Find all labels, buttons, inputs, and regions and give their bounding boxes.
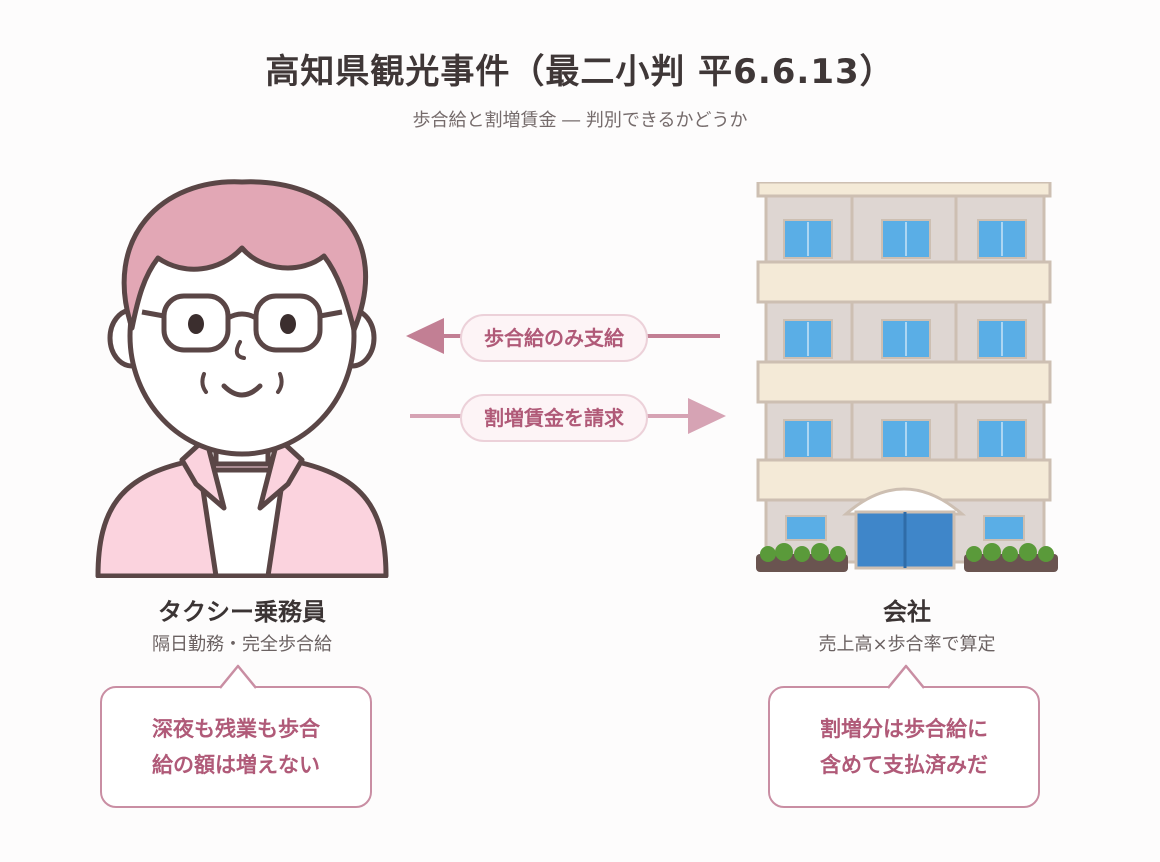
flow-label-claim: 割増賃金を請求 [460,394,648,442]
office-building-illustration [756,182,1058,572]
company-bubble-tail [888,664,924,689]
company-description: 売上高×歩合率で算定 [818,634,996,655]
worker-claim-line-2: 給の額は増えない [152,753,320,777]
worker-claim-line-1: 深夜も残業も歩合 [152,717,320,741]
worker-description: 隔日勤務・完全歩合給 [152,634,332,655]
company-speech-bubble: 割増分は歩合給に 含めて支払済みだ [768,686,1040,808]
company-claim-line-1: 割増分は歩合給に [820,717,988,741]
worker-speech-bubble: 深夜も残業も歩合 給の額は増えない [100,686,372,808]
worker-bubble-tail [220,664,256,689]
company-name: 会社 [883,598,931,626]
worker-name: タクシー乗務員 [158,598,326,626]
page-subtitle: 歩合給と割増賃金 ― 判別できるかどうか [412,110,748,131]
taxi-driver-illustration [95,179,389,578]
company-claim-line-2: 含めて支払済みだ [820,753,988,777]
flow-label-payment: 歩合給のみ支給 [460,314,648,362]
page-title: 高知県観光事件（最二小判 平6.6.13） [265,52,895,92]
